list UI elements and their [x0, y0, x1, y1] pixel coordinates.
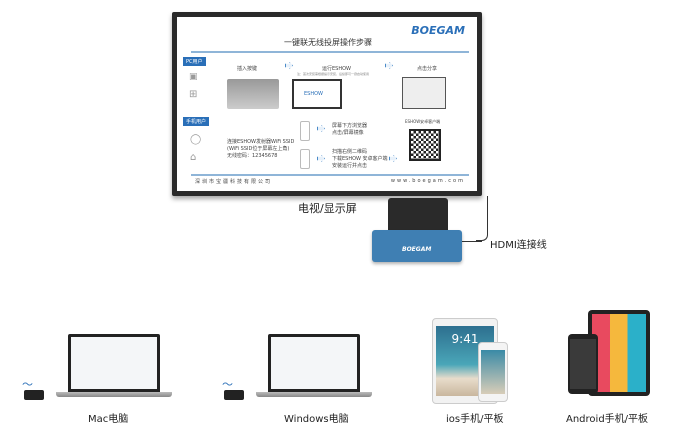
arrow-icon: [385, 62, 393, 69]
qr-code: [409, 129, 441, 161]
hdmi-cable: [476, 196, 488, 241]
arrow-icon: [389, 155, 397, 162]
ios-instructions: 屏幕下方浏览器点击/屏幕镜像: [332, 123, 368, 136]
website: www.boegam.com: [390, 178, 465, 184]
qr-title: ESHOW安卓客户端: [405, 119, 441, 124]
laptop-eshow: ESHOW: [292, 79, 342, 109]
device-label-windows: Windows电脑: [284, 414, 349, 425]
step-run: 运行ESHOW: [322, 66, 351, 72]
tv-display: 一键联无线投屏操作步骤 BOEGAM PC用户 手机用户 ▣ ⊞ ◯ ⌂ 插入按…: [172, 12, 482, 196]
wifi-icon: 〜: [22, 378, 33, 391]
step-note: 注：首次安装需根据提示安装，后续即可一键启动使用: [297, 72, 370, 76]
android-instructions: 扫描右侧二维码下载ESHOW 安卓客户端安装运行并点击: [332, 149, 388, 169]
iphone: [478, 342, 508, 402]
device-label-mac: Mac电脑: [88, 414, 129, 425]
mac-laptop: [56, 334, 172, 397]
android-icon: ⌂: [190, 152, 197, 163]
dongles: [388, 198, 448, 234]
mac-icon: ▣: [189, 72, 198, 82]
brand-logo: BOEGAM: [411, 24, 465, 37]
windows-laptop: [256, 334, 372, 397]
tv-screen: 一键联无线投屏操作步骤 BOEGAM PC用户 手机用户 ▣ ⊞ ◯ ⌂ 插入按…: [177, 17, 477, 191]
arrow-icon: [285, 62, 293, 69]
hdmi-label: HDMI连接线: [490, 240, 547, 251]
screen-title: 一键联无线投屏操作步骤: [284, 38, 372, 47]
phone-image: [300, 149, 310, 169]
apple-icon: ◯: [190, 134, 202, 145]
pc-user-tag: PC用户: [183, 57, 206, 66]
company-name: 深圳市宝疆科技有限公司: [195, 179, 273, 185]
android-tablet: [588, 310, 650, 396]
android-phone: [568, 334, 598, 394]
step-insert: 插入按键: [237, 66, 258, 72]
device-label-android: Android手机/平板: [566, 414, 649, 425]
phone-instructions: 连接ESHOW发射器WiFi SSID(WiFi SSID位于屏幕左上角)无线密…: [227, 139, 295, 159]
dongle: [224, 390, 244, 400]
step-share: 点击分享: [417, 66, 438, 72]
device-label-ios: ios手机/平板: [446, 414, 504, 425]
windows-icon: ⊞: [189, 89, 198, 100]
share-screen-image: [402, 77, 446, 109]
dongle: [24, 390, 44, 400]
arrow-icon: [317, 155, 325, 162]
tv-label: 电视/显示屏: [298, 202, 357, 215]
laptop-image: [227, 79, 279, 109]
phone-user-tag: 手机用户: [183, 117, 210, 126]
arrow-icon: [317, 125, 325, 132]
wifi-icon: 〜: [222, 378, 233, 391]
charging-dock: BOEGAM: [372, 230, 462, 262]
phone-image: [300, 121, 310, 141]
